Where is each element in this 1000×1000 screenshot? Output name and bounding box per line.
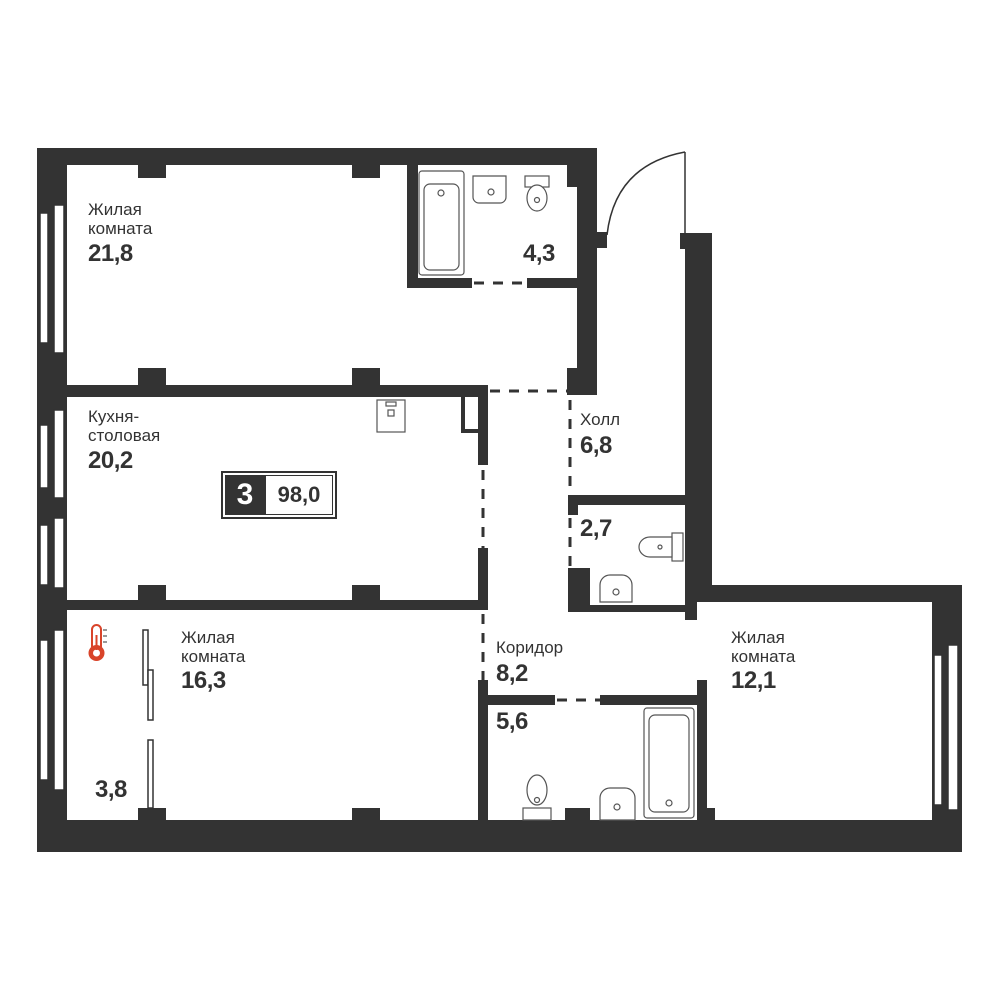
room-name-line: комната — [88, 219, 153, 238]
window — [933, 654, 943, 806]
bathtub-icon — [418, 170, 465, 276]
window — [53, 409, 65, 499]
pilaster — [138, 808, 166, 820]
room-name-line: Кухня- — [88, 407, 140, 426]
room-name-line: Жилая — [88, 200, 142, 219]
windows — [39, 204, 959, 811]
room-name-line: столовая — [88, 426, 161, 445]
wall — [685, 595, 697, 620]
wall — [37, 148, 597, 165]
pilaster — [352, 368, 380, 385]
window — [53, 517, 65, 589]
toilet-icon — [524, 175, 550, 212]
wall — [407, 165, 418, 288]
room-area: 4,3 — [523, 240, 555, 267]
wall — [685, 233, 712, 602]
wall — [568, 605, 697, 612]
wall — [577, 148, 597, 395]
window — [53, 204, 65, 354]
niche — [461, 429, 481, 433]
room-area: 8,2 — [496, 660, 528, 687]
sink-icon — [376, 399, 406, 433]
pilaster — [567, 165, 577, 187]
bathtub-icon — [643, 707, 695, 819]
pilaster — [697, 808, 715, 820]
room-area: 21,8 — [88, 240, 133, 267]
room-area: 5,6 — [496, 708, 528, 735]
sink-icon — [472, 175, 507, 204]
window — [39, 212, 49, 344]
wall — [407, 278, 472, 288]
wall — [685, 585, 962, 602]
wall — [67, 385, 488, 397]
wall — [478, 397, 488, 465]
room-area: 12,1 — [731, 667, 776, 694]
window — [53, 629, 65, 791]
wall — [568, 495, 712, 505]
toilet-icon — [522, 774, 552, 821]
closet-door — [147, 739, 154, 809]
closet-door — [147, 669, 154, 721]
wall — [568, 495, 578, 515]
pilaster — [138, 368, 166, 385]
thermometer-icon — [88, 624, 107, 661]
apartment-summary-badge: 3 98,0 — [221, 471, 337, 519]
wall — [37, 820, 962, 852]
room-name-line: комната — [181, 647, 246, 666]
wall — [527, 278, 577, 288]
sink-icon — [599, 574, 633, 603]
wall — [600, 695, 697, 705]
total-area: 98,0 — [265, 475, 333, 515]
room-name-line: Жилая — [181, 628, 235, 647]
wall — [478, 680, 488, 820]
wall — [597, 232, 607, 248]
room-area: 3,8 — [95, 776, 127, 803]
openings — [474, 281, 600, 702]
room-area: 20,2 — [88, 447, 133, 474]
niche — [461, 397, 465, 433]
room-name-line: Жилая — [731, 628, 785, 647]
pilaster — [567, 368, 577, 395]
window — [947, 644, 959, 811]
room-name-line: комната — [731, 647, 796, 666]
window — [39, 424, 49, 489]
room-area: 2,7 — [580, 515, 612, 542]
door-icon — [606, 151, 686, 236]
rooms-count: 3 — [225, 475, 265, 515]
room-area: 6,8 — [580, 432, 612, 459]
wall — [568, 568, 590, 612]
window — [39, 639, 49, 781]
room-name: Кухня-столовая — [88, 407, 160, 445]
walls — [37, 148, 962, 852]
pilaster — [352, 585, 380, 600]
sink-icon — [599, 787, 636, 821]
toilet-icon — [638, 532, 684, 562]
window — [39, 524, 49, 586]
wall — [478, 548, 488, 610]
closet-door — [142, 629, 149, 686]
wall — [478, 695, 555, 705]
room-name: Коридор — [496, 638, 564, 657]
wall — [697, 680, 707, 820]
room-name: Холл — [580, 410, 621, 429]
wall — [67, 600, 488, 610]
room-area: 16,3 — [181, 667, 226, 694]
pilaster — [352, 808, 380, 820]
pilaster — [138, 165, 166, 178]
pilaster — [138, 585, 166, 600]
pilaster — [565, 808, 590, 820]
pilaster — [352, 165, 380, 178]
